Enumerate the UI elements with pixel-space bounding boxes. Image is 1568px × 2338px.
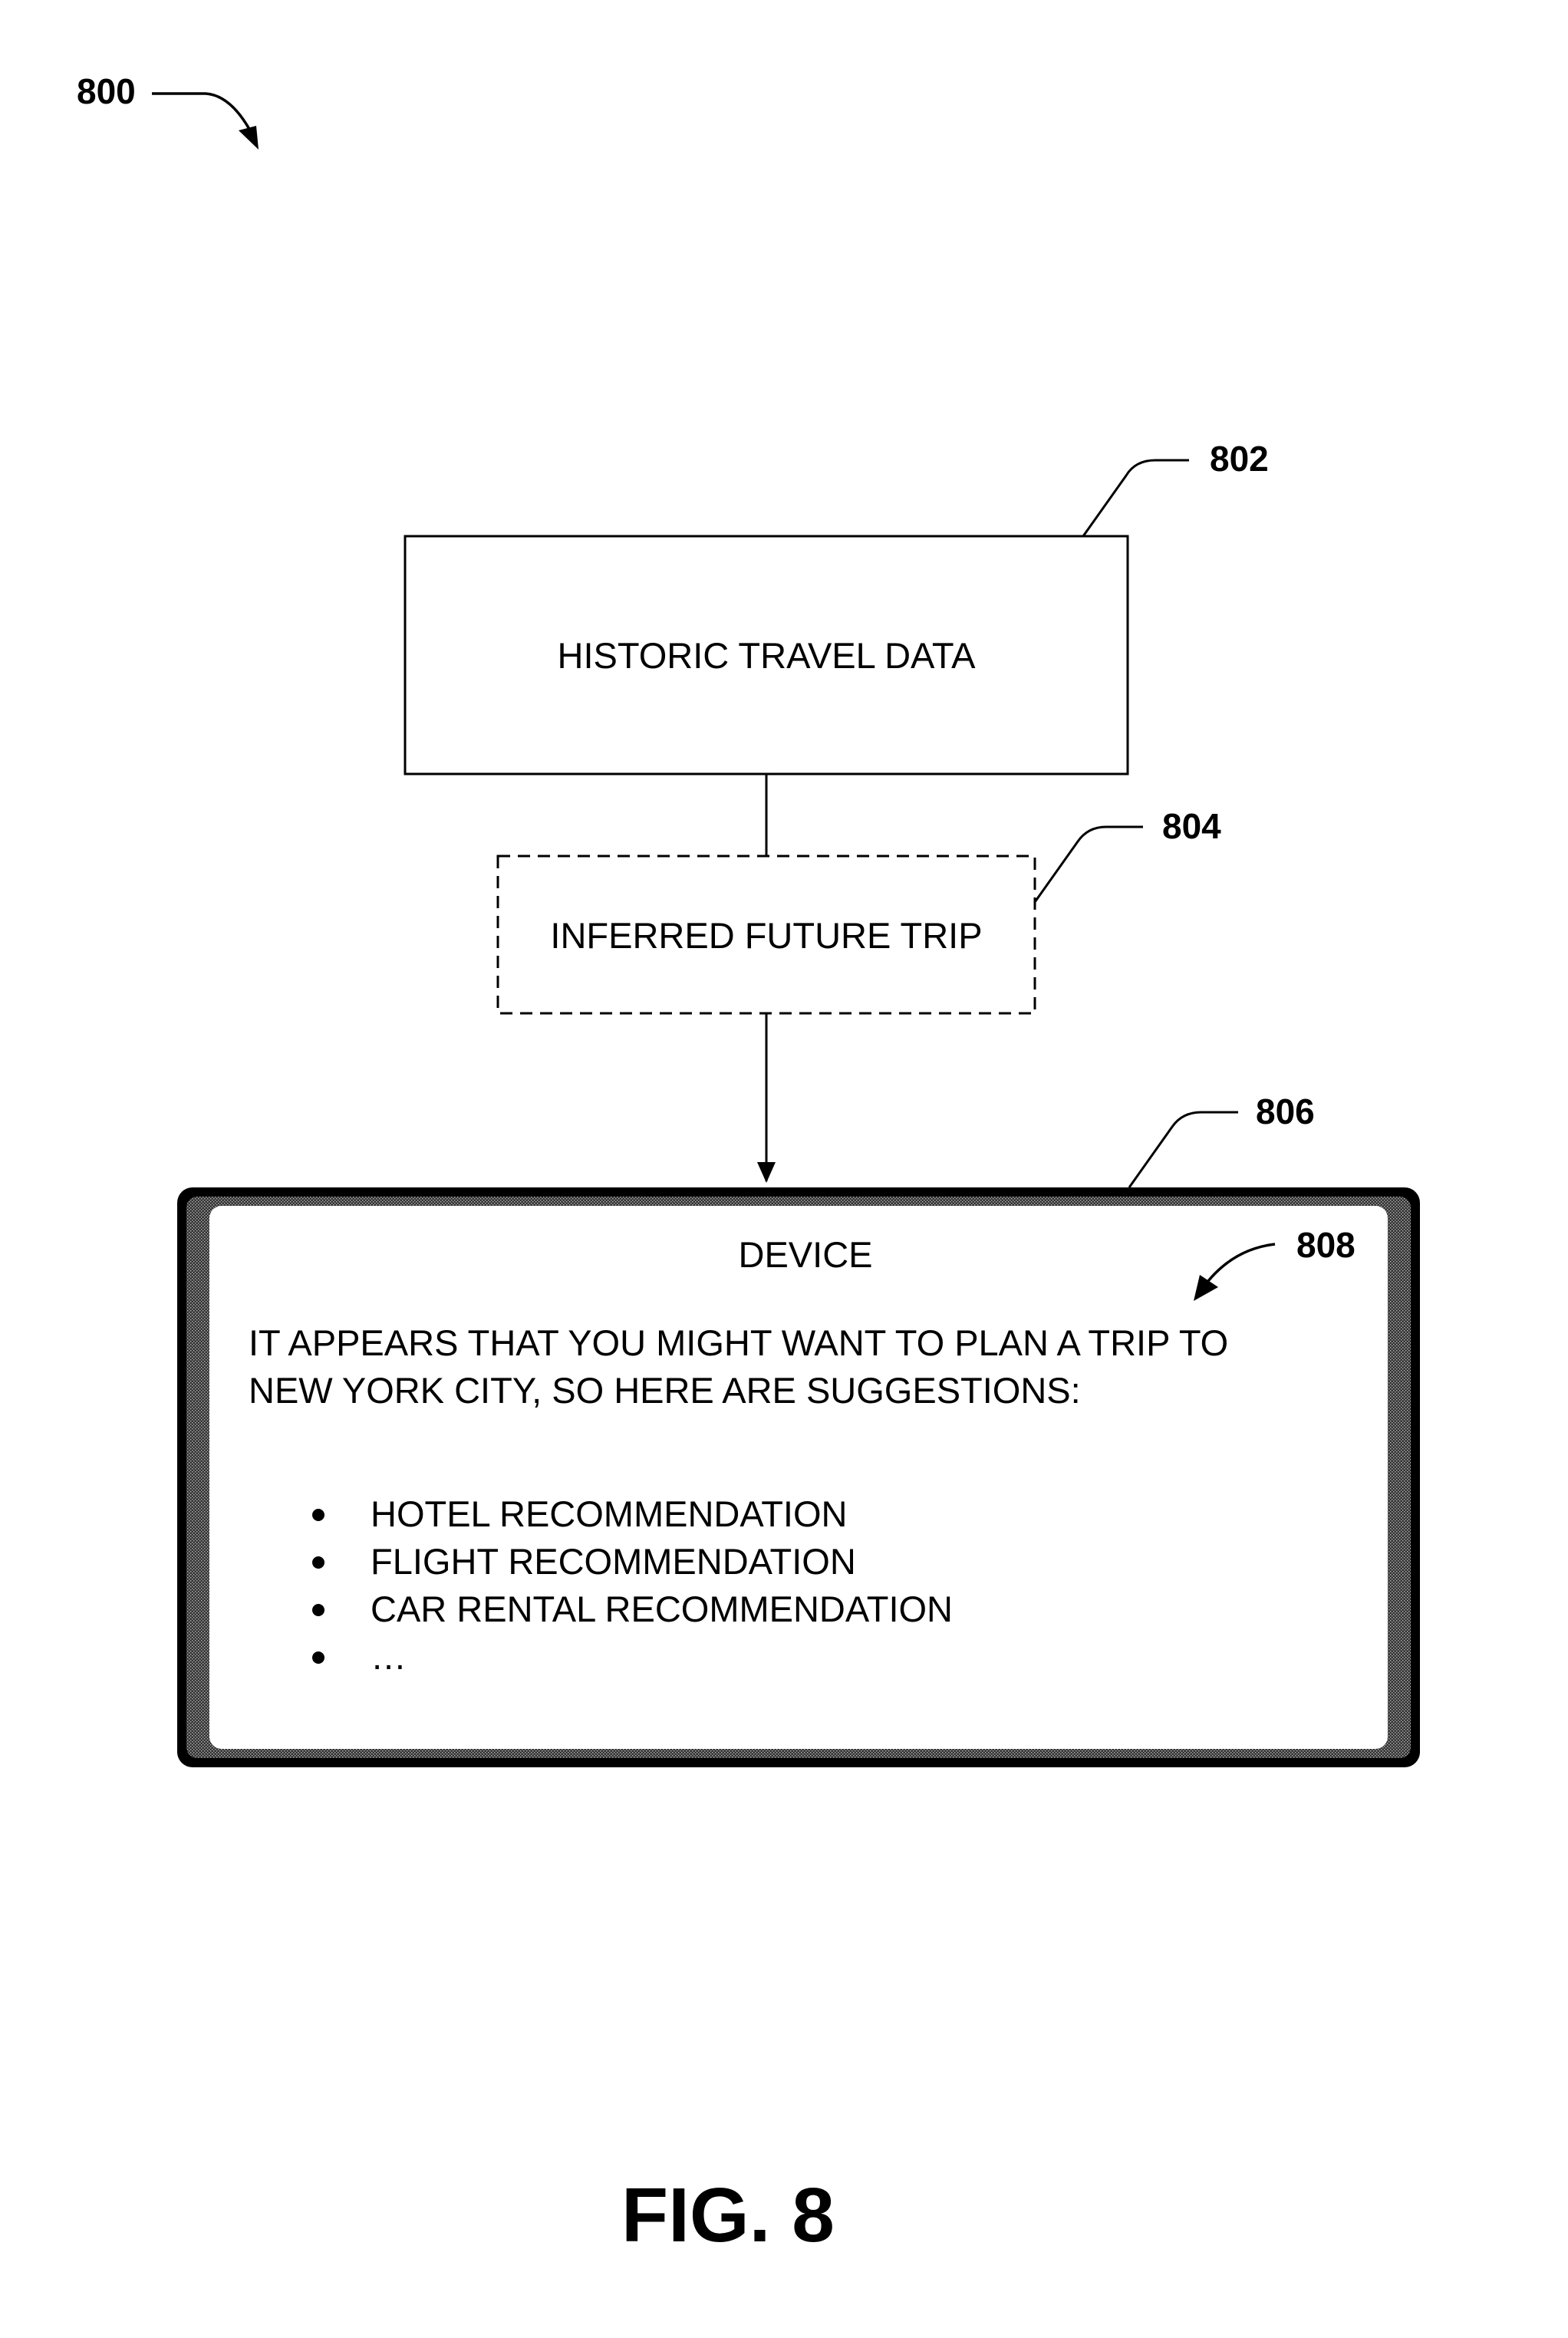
suggestion-item-flight: FLIGHT RECOMMENDATION: [312, 1538, 953, 1586]
figure-caption: FIG. 8: [621, 2177, 835, 2254]
bullet-icon: [312, 1651, 324, 1664]
device-ref-leader: [1129, 1112, 1238, 1187]
suggestion-item-car-rental: CAR RENTAL RECOMMENDATION: [312, 1586, 953, 1633]
figure-ref-number: 800: [77, 74, 136, 109]
suggestion-item-hotel: HOTEL RECOMMENDATION: [312, 1490, 953, 1538]
inferred-future-trip-label: INFERRED FUTURE TRIP: [498, 917, 1035, 953]
bullet-icon: [312, 1556, 324, 1569]
message-ref-number: 808: [1296, 1227, 1356, 1263]
figure-ref-leader: [152, 94, 250, 130]
suggestion-label: …: [371, 1636, 407, 1677]
suggestion-label: CAR RENTAL RECOMMENDATION: [371, 1589, 953, 1629]
inferred-box-ref-leader: [1035, 827, 1143, 902]
arrow-804-to-806-head: [757, 1162, 776, 1183]
device-message-line-1: IT APPEARS THAT YOU MIGHT WANT TO PLAN A…: [249, 1319, 1228, 1367]
historic-travel-data-label: HISTORIC TRAVEL DATA: [405, 637, 1128, 673]
suggestion-label: HOTEL RECOMMENDATION: [371, 1493, 847, 1534]
device-ref-number: 806: [1256, 1094, 1315, 1129]
suggestion-label: FLIGHT RECOMMENDATION: [371, 1541, 856, 1582]
figure-ref-arrowhead: [239, 126, 259, 150]
bullet-icon: [312, 1509, 324, 1521]
suggestion-item-more: …: [312, 1633, 953, 1681]
bullet-icon: [312, 1604, 324, 1616]
suggestion-list: HOTEL RECOMMENDATION FLIGHT RECOMMENDATI…: [312, 1490, 953, 1681]
historic-box-ref-leader: [1083, 460, 1189, 536]
device-title: DEVICE: [667, 1237, 944, 1273]
inferred-box-ref-number: 804: [1162, 808, 1221, 844]
historic-box-ref-number: 802: [1210, 441, 1269, 476]
device-message-line-2: NEW YORK CITY, SO HERE ARE SUGGESTIONS:: [249, 1367, 1081, 1414]
